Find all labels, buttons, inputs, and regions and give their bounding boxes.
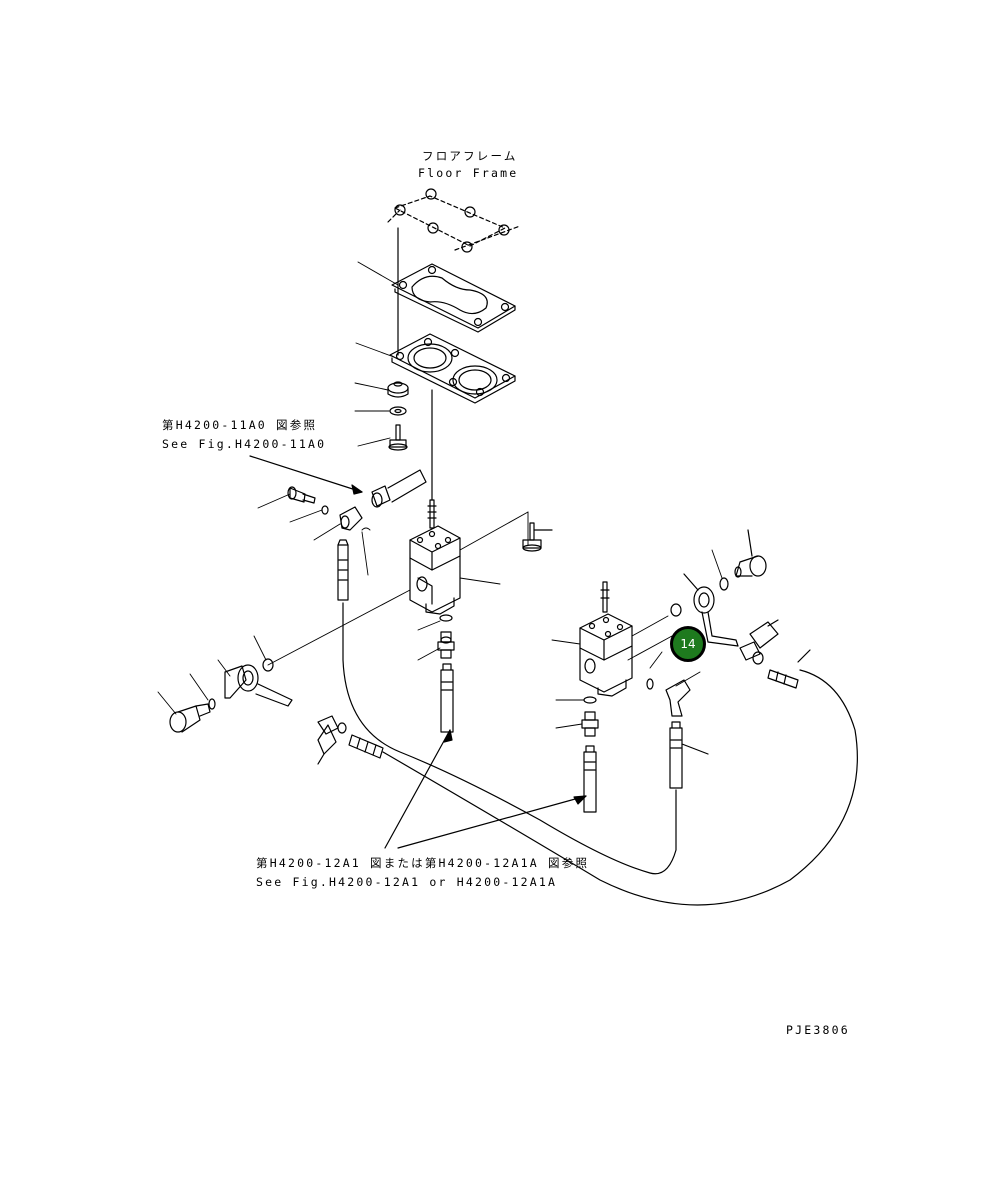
o-ring <box>208 698 216 710</box>
hose-fitting-upper <box>371 469 427 508</box>
tube-left <box>337 539 349 601</box>
floor-frame-label-en: Floor Frame <box>418 166 519 180</box>
brake-line-1 <box>342 602 677 875</box>
reference-11a0-label-jp: 第H4200-11A0 図参照 <box>162 418 318 432</box>
banjo-pipe-right <box>683 573 739 647</box>
clamp-left <box>317 715 347 765</box>
o-ring <box>670 603 682 617</box>
tube-right-2 <box>669 721 709 789</box>
elbow-fitting-left <box>339 506 363 531</box>
elbow-fitting-right <box>665 679 691 717</box>
banjo-bolt-right <box>734 529 767 578</box>
adapter-left <box>437 631 455 659</box>
part-callout-number: 14 <box>680 637 696 651</box>
reference-12a1-label-jp: 第H4200-12A1 図または第H4200-12A1A 図参照 <box>256 856 590 870</box>
brake-valve-left <box>409 499 461 615</box>
o-ring <box>719 577 729 591</box>
brake-line-2 <box>382 669 858 906</box>
o-ring <box>583 696 597 704</box>
o-ring <box>646 678 654 690</box>
leader-lines-bottom-left <box>157 635 267 715</box>
nut <box>387 381 409 398</box>
bolt-right <box>522 522 553 552</box>
clamp-right <box>739 619 779 665</box>
reference-arrows-12a1 <box>384 729 587 849</box>
leader-line <box>675 671 701 687</box>
hose-left <box>348 734 384 759</box>
leader-line <box>711 549 723 579</box>
tube-mid <box>440 663 454 733</box>
hose-right <box>767 649 811 689</box>
banjo-fitting-left <box>224 664 293 707</box>
drawing-code: PJE3806 <box>786 1023 850 1037</box>
reference-12a1-label-en: See Fig.H4200-12A1 or H4200-12A1A <box>256 875 558 889</box>
floor-frame <box>387 195 521 251</box>
tube-right-1 <box>583 745 597 813</box>
o-ring <box>321 505 329 515</box>
leader-lines-left <box>257 493 341 541</box>
floor-frame-label-jp: フロアフレーム <box>422 149 518 163</box>
floor-frame-holes <box>394 188 510 253</box>
reference-11a0-label-en: See Fig.H4200-11A0 <box>162 437 327 451</box>
part-callout-14[interactable]: 14 <box>670 626 706 662</box>
leader-lines-right-valve <box>551 615 673 669</box>
o-ring <box>439 614 453 622</box>
check-valve-left <box>287 486 316 504</box>
gasket-plate <box>391 263 516 333</box>
bolt <box>388 424 408 451</box>
brake-valve-right <box>579 581 633 697</box>
adapter-right <box>581 711 599 737</box>
leader-lines-upper <box>354 261 399 447</box>
leader-lines-mid <box>417 620 441 661</box>
leader-lines-valve <box>267 511 529 666</box>
o-ring <box>262 658 274 672</box>
mounting-plate <box>389 333 516 404</box>
washer <box>389 406 407 416</box>
banjo-bolt-left <box>169 703 211 733</box>
reference-arrow-11a0 <box>249 455 363 495</box>
leader-lines-right-adapter <box>555 699 585 729</box>
